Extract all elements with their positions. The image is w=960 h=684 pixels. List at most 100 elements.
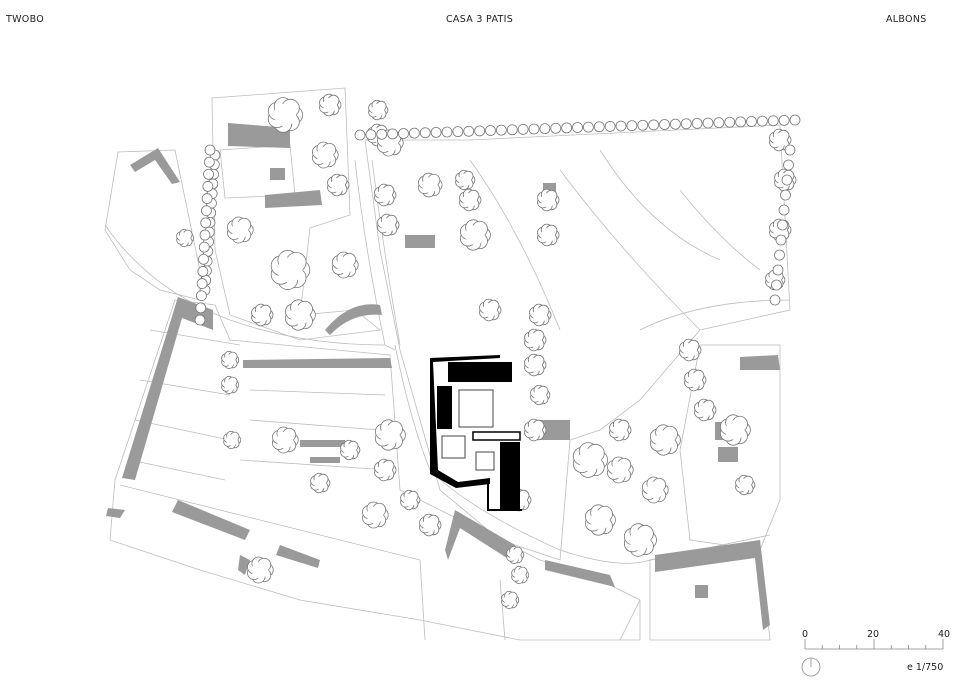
hedge: [408, 127, 420, 139]
hedge: [196, 278, 208, 289]
tree: [629, 529, 651, 551]
hedge: [198, 253, 209, 265]
tree: [423, 518, 437, 532]
hedge: [775, 234, 787, 246]
tree: [646, 481, 664, 499]
tree: [504, 594, 516, 606]
tree: [541, 193, 555, 207]
tree: [613, 423, 627, 437]
hedge: [196, 290, 207, 302]
tree: [578, 448, 602, 472]
tree: [611, 461, 629, 479]
hedge: [195, 302, 207, 314]
tree: [483, 303, 497, 317]
hedge: [593, 121, 605, 133]
tree: [290, 305, 310, 325]
hedge: [398, 128, 409, 139]
tree: [509, 549, 521, 561]
tree: [226, 434, 238, 446]
hedge: [680, 118, 692, 130]
tree: [463, 193, 477, 207]
hedge: [713, 117, 725, 129]
tree: [528, 423, 542, 437]
tree: [528, 333, 542, 347]
hedge: [376, 128, 388, 140]
tree: [465, 225, 485, 245]
hedge: [789, 114, 801, 126]
project-house: [430, 355, 522, 511]
hedge: [550, 122, 562, 134]
hedge: [724, 116, 736, 128]
hedge: [774, 249, 785, 261]
hedge: [637, 119, 649, 131]
hedge: [767, 115, 779, 127]
hedge: [430, 126, 442, 138]
hedge: [778, 204, 790, 216]
tree: [336, 256, 354, 274]
hedge: [659, 119, 670, 130]
tree: [255, 308, 269, 322]
scale-tick-20: 20: [867, 629, 880, 640]
tree: [533, 388, 547, 402]
tree: [277, 257, 303, 283]
north-arrow-icon: [801, 657, 821, 677]
hedge: [781, 174, 793, 186]
tree: [590, 510, 610, 530]
hedge: [561, 122, 573, 134]
tree: [378, 188, 392, 202]
hedge: [201, 205, 212, 217]
tree: [698, 403, 712, 417]
hedge: [365, 129, 377, 141]
tree: [528, 358, 542, 372]
tree: [231, 221, 249, 239]
scale-ratio: e 1/750: [907, 662, 944, 673]
hedge: [203, 168, 214, 180]
hedge: [201, 193, 213, 204]
tree: [533, 308, 547, 322]
hedge: [735, 116, 747, 128]
hedge: [626, 120, 638, 132]
tree: [541, 228, 555, 242]
hedge: [202, 181, 214, 192]
tree: [773, 133, 787, 147]
location-label: ALBONS: [886, 14, 927, 25]
scale-tick-0: 0: [802, 629, 809, 640]
hedge: [197, 266, 209, 277]
hedge: [778, 114, 790, 126]
hedge: [452, 126, 464, 138]
hedge: [702, 117, 714, 129]
hedge: [441, 126, 453, 138]
tree: [688, 373, 702, 387]
hedge: [769, 294, 781, 306]
hedge: [691, 117, 703, 129]
hedge: [387, 128, 399, 140]
hedge: [771, 279, 782, 291]
tree: [316, 146, 334, 164]
trees: [176, 93, 801, 610]
tree: [343, 443, 357, 457]
hedge: [648, 119, 660, 131]
tree: [738, 478, 752, 492]
hedge: [783, 159, 794, 171]
hedge: [615, 120, 627, 132]
hedge: [419, 127, 431, 139]
tree: [458, 173, 472, 187]
author-label: TWOBO: [6, 14, 45, 25]
hedge: [746, 116, 757, 127]
hedge: [582, 121, 594, 133]
hedge: [780, 189, 791, 201]
tree: [179, 232, 191, 244]
hedge: [200, 217, 212, 229]
tree: [224, 379, 236, 391]
drawing-title: CASA 3 PATIS: [446, 14, 514, 25]
tree: [276, 431, 294, 449]
hedge: [463, 125, 475, 137]
tree: [380, 425, 400, 445]
hedge: [669, 118, 681, 130]
tree: [251, 561, 269, 579]
tree: [403, 493, 417, 507]
hedge: [495, 124, 507, 136]
hedge: [772, 264, 784, 276]
hedge: [506, 124, 518, 136]
